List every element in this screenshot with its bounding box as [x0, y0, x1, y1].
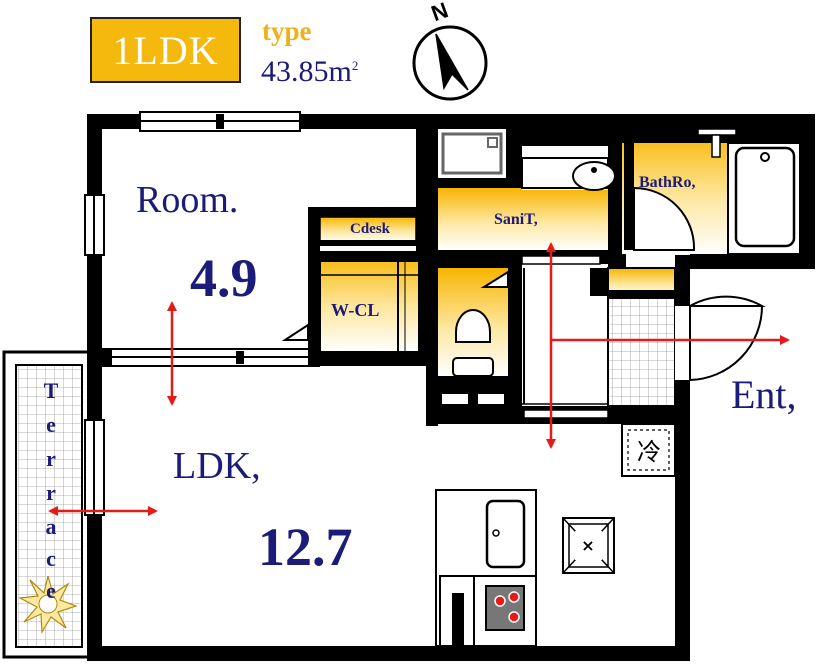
layout-type-badge: 1LDK [90, 17, 241, 83]
room-size-label: 4.9 [190, 248, 258, 308]
room-top-window [139, 111, 301, 132]
ldk-size-label: 12.7 [258, 517, 353, 577]
toilet-room [438, 268, 509, 406]
area-unit-exponent: 2 [351, 58, 359, 73]
compass-north-label: N [428, 0, 451, 26]
room-ldk-partition [101, 348, 317, 367]
shower-faucet [697, 128, 737, 158]
dimension-arrows [48, 242, 790, 516]
washer-pan [438, 129, 506, 178]
ldk-name-label: LDK, [173, 445, 261, 487]
range-hood: × [562, 517, 615, 574]
sanit-label: SaniT, [494, 211, 538, 228]
fridge-label: 冷 [637, 438, 661, 466]
ent-label: Ent, [731, 372, 797, 417]
entry-door-swing [689, 295, 766, 380]
terrace-letter: r [46, 480, 56, 505]
area-unit: m [328, 55, 352, 88]
cdesk-label: Cdesk [350, 221, 391, 237]
terrace-letter: a [46, 514, 57, 539]
bathroom [622, 128, 801, 255]
area-value: 43.85 [261, 55, 329, 88]
room-name-label: Room. [136, 179, 238, 221]
type-label: type [262, 16, 312, 46]
sun-icon [17, 575, 78, 634]
room-right-wall [308, 129, 428, 367]
cdesk-area [319, 216, 426, 246]
kitchen-sink [485, 499, 526, 569]
bath-label: BathRo, [639, 174, 695, 191]
entrance [590, 267, 766, 424]
closet-door-mark [281, 323, 309, 341]
bath-door [633, 186, 696, 251]
terrace-letter: c [46, 546, 56, 571]
terrace-label: T e r r a c e [44, 378, 59, 603]
toilet-door-mark [480, 270, 509, 288]
terrace-letter: e [46, 412, 56, 437]
fridge-space [621, 423, 676, 477]
walk-in-closet [319, 251, 428, 366]
terrace-letter: e [46, 578, 56, 603]
outer-walls [87, 114, 815, 661]
left-windows [84, 194, 105, 516]
kitchen [435, 489, 537, 647]
terrace-letter: T [44, 378, 59, 403]
washbasin [572, 161, 616, 191]
compass [412, 25, 488, 101]
terrace-letter: r [46, 446, 56, 471]
area-label: 43.85m2 [261, 55, 358, 89]
entrance-floor-tiles [607, 297, 676, 407]
sanitary-room [438, 128, 616, 250]
compass-needle [435, 33, 469, 91]
cooktop [485, 585, 525, 631]
wcl-label: W-CL [331, 300, 379, 320]
toilet-bowl [455, 309, 491, 343]
svg-text:×: × [581, 536, 594, 555]
bathtub [734, 146, 796, 248]
